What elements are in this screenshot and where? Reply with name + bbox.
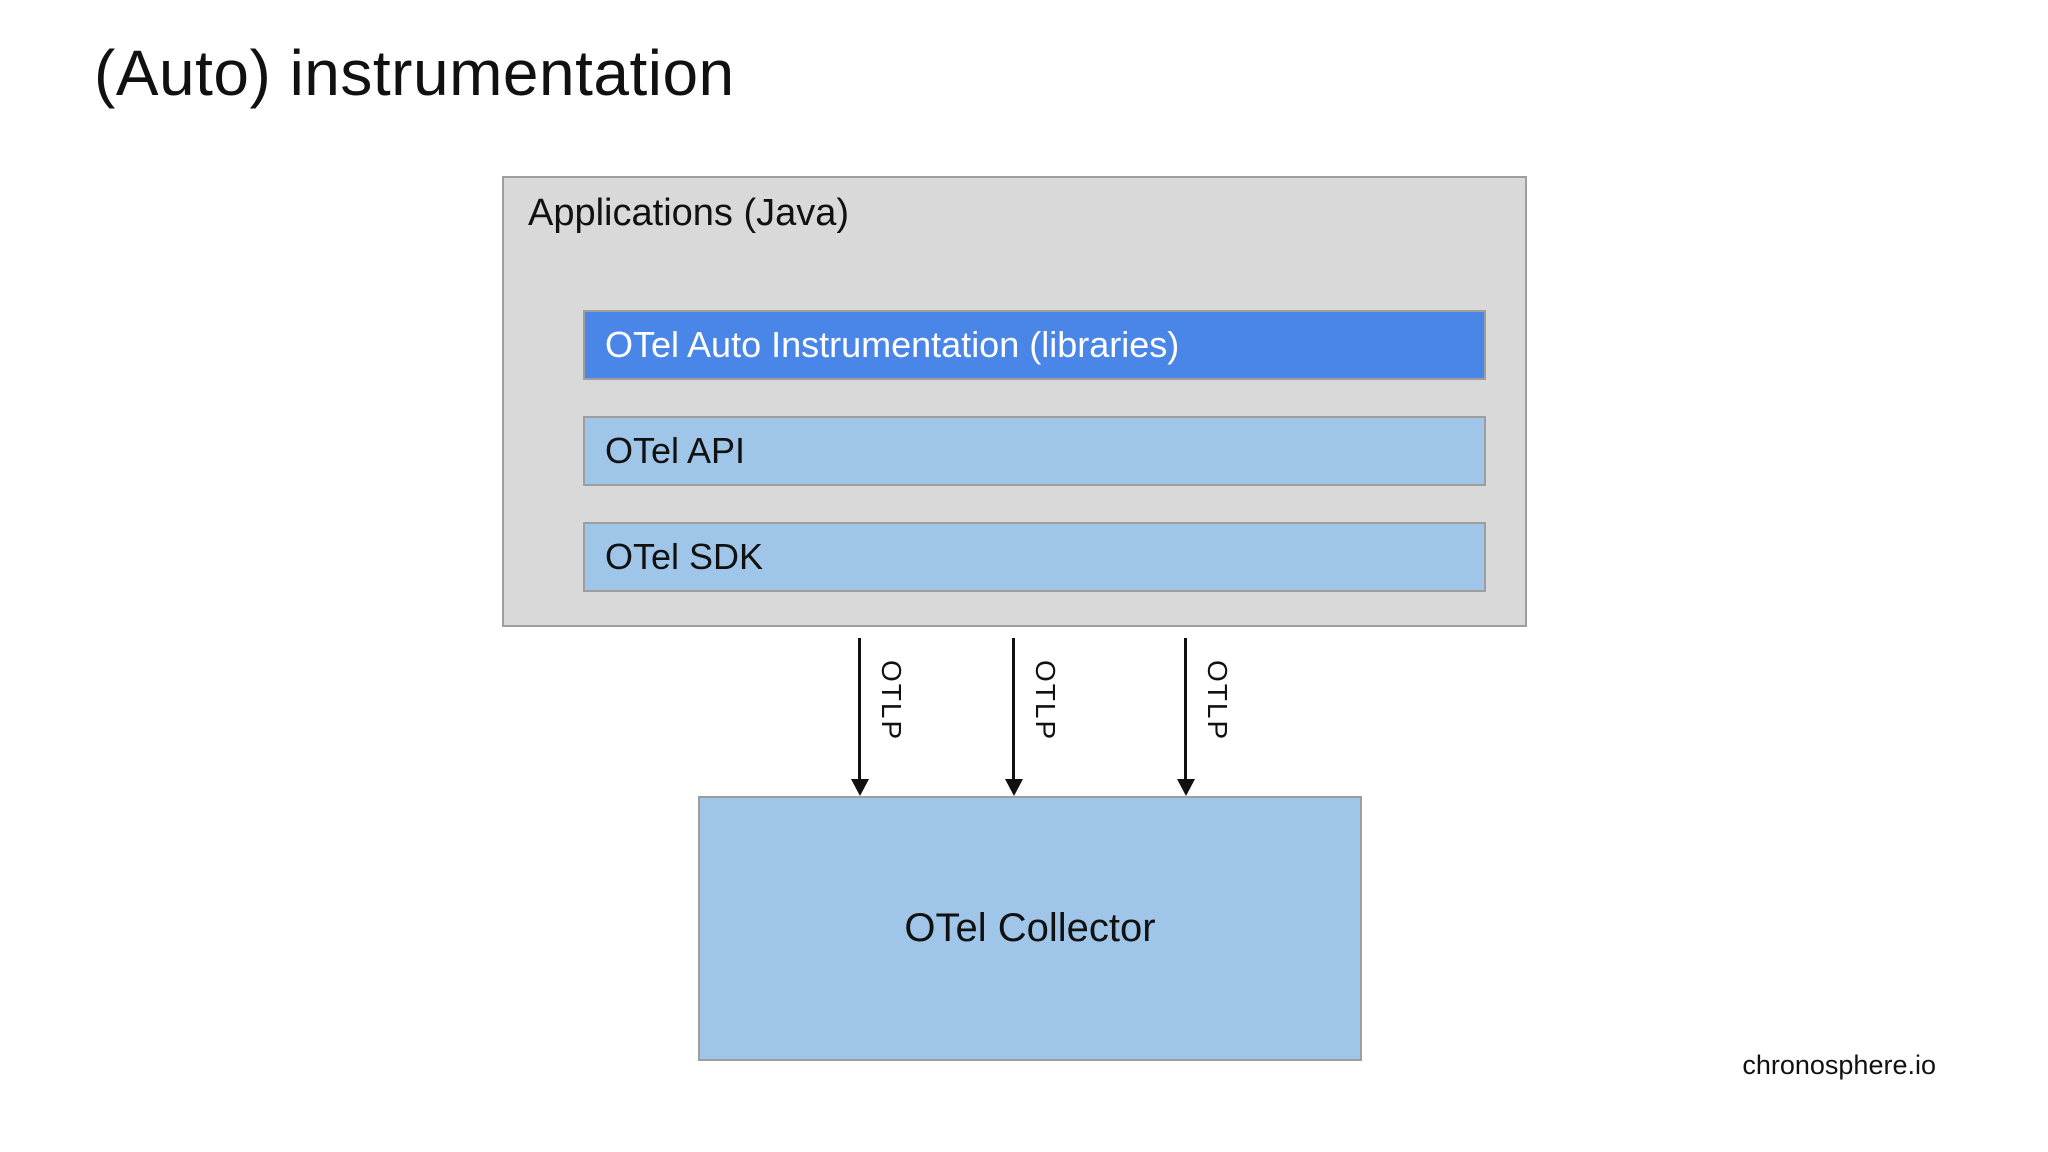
- bar-otel-api: OTel API: [583, 416, 1486, 486]
- bar-otel-auto-instrumentation: OTel Auto Instrumentation (libraries): [583, 310, 1486, 380]
- arrow-down-icon: [1005, 779, 1023, 796]
- otlp-arrow-3-label: OTLP: [1202, 660, 1233, 742]
- arrow-down-icon: [1177, 779, 1195, 796]
- otel-collector-box: OTel Collector: [698, 796, 1362, 1061]
- otlp-arrow-2: OTLP: [1005, 638, 1082, 796]
- otlp-arrow-2-label: OTLP: [1030, 660, 1061, 742]
- applications-box-label: Applications (Java): [528, 192, 850, 234]
- brand-footer: chronosphere.io: [1742, 1050, 1936, 1080]
- otlp-arrow-3: OTLP: [1177, 638, 1254, 796]
- otlp-arrow-1-label: OTLP: [876, 660, 907, 742]
- slide-title: (Auto) instrumentation: [94, 37, 735, 109]
- arrow-line: [858, 638, 861, 780]
- otel-collector-label: OTel Collector: [904, 906, 1156, 950]
- otlp-arrow-1: OTLP: [851, 638, 928, 796]
- arrow-down-icon: [851, 779, 869, 796]
- arrow-line: [1184, 638, 1187, 780]
- bar-otel-sdk: OTel SDK: [583, 522, 1486, 592]
- bar-otel-auto-instrumentation-label: OTel Auto Instrumentation (libraries): [605, 324, 1180, 365]
- bar-otel-api-label: OTel API: [605, 430, 746, 471]
- bar-otel-sdk-label: OTel SDK: [605, 536, 764, 577]
- arrow-line: [1012, 638, 1015, 780]
- applications-box: Applications (Java) OTel Auto Instrument…: [502, 176, 1527, 627]
